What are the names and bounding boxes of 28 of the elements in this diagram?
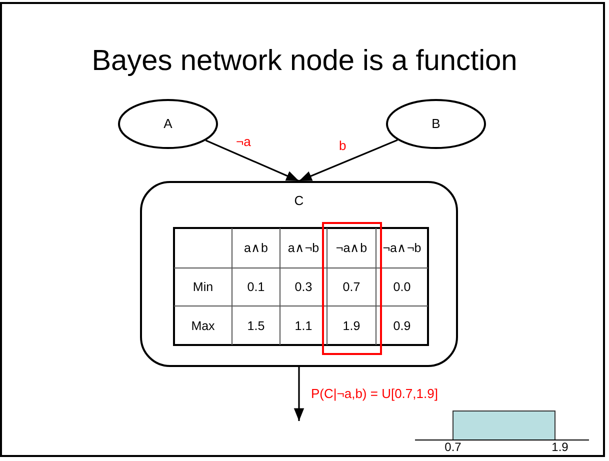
table-cell-text: 0.9 (392, 318, 412, 334)
ellipse-node (386, 99, 486, 149)
table-cell-text: 0.0 (392, 279, 412, 295)
table-cell-text: ¬a∧¬b (382, 240, 422, 256)
table-cell-text: 1.1 (294, 318, 314, 334)
arrow (298, 139, 398, 182)
title: Bayes network node is a function (90, 44, 518, 78)
node-label: B (430, 116, 442, 131)
edge-label: P(C|¬a,b) = U[0.7,1.9] (310, 386, 439, 401)
ellipse-node (118, 99, 218, 149)
axis-tick-label: 0.7 (444, 441, 462, 454)
axis-tick-label: 1.9 (550, 441, 570, 454)
table-cell-text: 1.9 (342, 318, 362, 334)
table-cell-text: 0.1 (246, 279, 266, 295)
node-label: A (162, 116, 174, 131)
rounded-box (140, 181, 458, 367)
table-cell-text: ¬a∧b (334, 240, 368, 256)
edge-label: b (338, 138, 348, 153)
table-cell-text: 0.3 (294, 279, 314, 295)
table-cell-text: 0.7 (342, 279, 362, 295)
arrow (294, 367, 304, 421)
arrow (205, 140, 300, 182)
node-label: C (293, 193, 305, 208)
table-cell-text: Min (192, 279, 214, 295)
table-cell-text: Max (190, 318, 216, 334)
table-cell-text: a∧b (243, 240, 269, 256)
table-cell-text: 1.5 (246, 318, 266, 334)
table-cell-text: a∧¬b (286, 240, 320, 256)
